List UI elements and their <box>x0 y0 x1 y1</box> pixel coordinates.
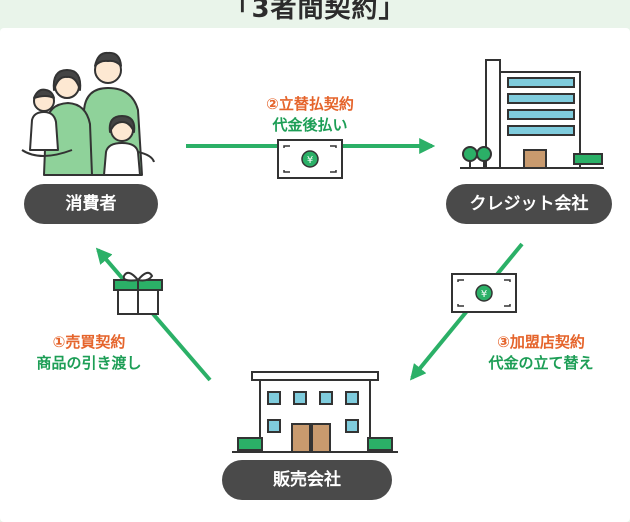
flow3-action-label: 代金の立て替え <box>488 354 594 372</box>
diagram-title: 「3者間契約」 <box>0 0 630 26</box>
consumer-node: 消費者 <box>24 184 158 224</box>
sales-company-node: 販売会社 <box>222 460 392 500</box>
flow3-contract-label: ③加盟店契約 <box>497 333 585 351</box>
flow2-action-label: 代金後払い <box>272 116 348 134</box>
yen-bill-icon: ¥ <box>277 139 343 179</box>
flow1-action-label: 商品の引き渡し <box>36 354 142 372</box>
flow3-labels: ③加盟店契約 代金の立て替え <box>456 332 626 374</box>
family-illustration <box>21 51 155 176</box>
svg-text:¥: ¥ <box>307 155 313 166</box>
flow2-labels: ②立替払契約 代金後払い <box>230 94 390 136</box>
diagram-title-text: 「3者間契約」 <box>224 0 406 24</box>
shop-building-illustration <box>232 371 398 453</box>
office-building-illustration <box>460 59 604 169</box>
flow2-contract-label: ②立替払契約 <box>266 95 354 113</box>
credit-company-node: クレジット会社 <box>446 184 612 224</box>
consumer-label: 消費者 <box>65 194 117 214</box>
credit-company-label: クレジット会社 <box>469 194 589 214</box>
flow1-labels: ①売買契約 商品の引き渡し <box>4 332 174 374</box>
gift-box-icon <box>113 271 163 315</box>
sales-company-label: 販売会社 <box>273 470 341 490</box>
yen-bill-icon-2: ¥ <box>451 273 517 313</box>
svg-text:¥: ¥ <box>481 289 487 300</box>
flow1-contract-label: ①売買契約 <box>52 333 126 351</box>
